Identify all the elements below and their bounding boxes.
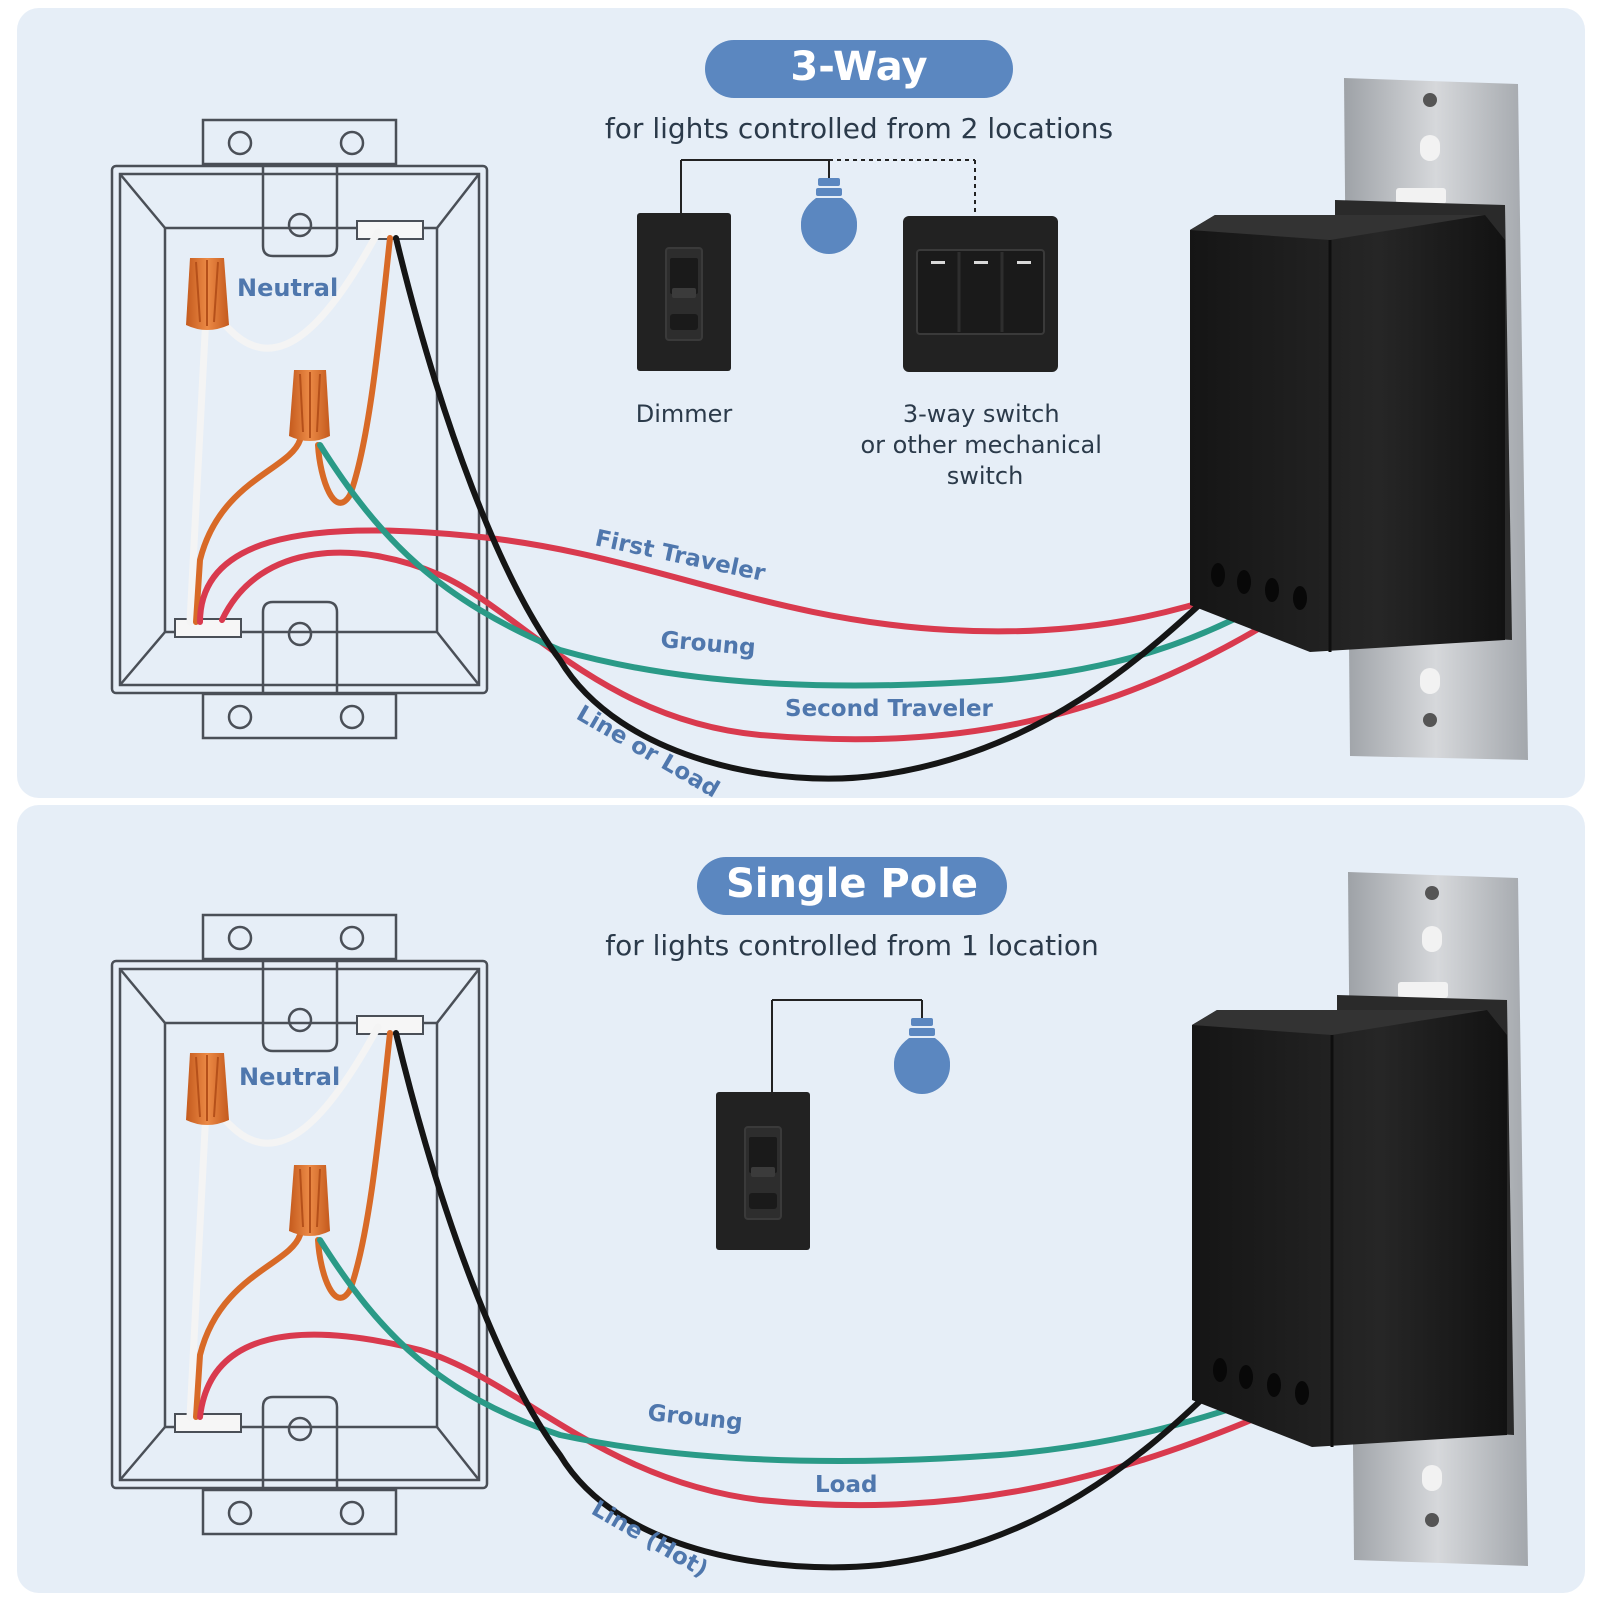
- neutral-wire-white: [211, 1023, 382, 1147]
- wire-line-hot: [393, 1030, 1224, 1571]
- electrical-box: [110, 913, 489, 1536]
- bulb-schematic: [680, 159, 976, 254]
- switch-label-line-3: switch: [947, 462, 1024, 490]
- switch-label: 3-way switch or other mechanical switch: [860, 400, 1109, 490]
- wire-nut-orange-icon: [289, 370, 330, 441]
- orange-wire-1: [315, 235, 393, 506]
- switch-label-line-2: or other mechanical: [860, 431, 1101, 459]
- wire-first-traveler: [197, 527, 1237, 635]
- wire-nut-neutral-icon: [186, 1053, 229, 1125]
- dimmer-icon: [716, 1092, 810, 1250]
- panel-title: 3-Way: [790, 44, 927, 90]
- orange-wire-1: [315, 1030, 393, 1301]
- wire-nut-orange-icon: [289, 1165, 330, 1236]
- switch-label-line-1: 3-way switch: [903, 400, 1060, 428]
- wire-second-traveler: [219, 549, 1305, 743]
- panel-three-way: 3-Way for lights controlled from 2 locat…: [17, 8, 1585, 803]
- panel-subtitle: for lights controlled from 2 locations: [605, 112, 1113, 145]
- neutral-label: Neutral: [239, 1063, 340, 1091]
- label-second-traveler: Second Traveler: [785, 696, 994, 722]
- light-bulb-icon: [800, 178, 858, 254]
- title-pill: [697, 857, 1007, 915]
- three-way-switch-icon: [903, 216, 1058, 372]
- panel-single-pole: Single Pole for lights controlled from 1…: [17, 805, 1585, 1593]
- electrical-box: [110, 118, 489, 740]
- neutral-label: Neutral: [237, 274, 338, 302]
- dimmer-device: [1190, 78, 1528, 760]
- wire-ground: [317, 1237, 1278, 1464]
- label-load: Load: [815, 1472, 877, 1498]
- neutral-wire-white-down: [186, 311, 210, 626]
- wire-nut-neutral-icon: [186, 258, 229, 330]
- wire-load: [197, 1331, 1305, 1509]
- orange-wire-2: [193, 1232, 303, 1420]
- panel-title: Single Pole: [726, 861, 978, 907]
- neutral-wire-white-down: [186, 1106, 210, 1421]
- light-bulb-icon: [893, 1018, 951, 1094]
- dimmer-icon: [637, 213, 731, 371]
- orange-wire-2: [193, 437, 303, 625]
- neutral-wire-white: [211, 228, 382, 352]
- wire-line-or-load: [393, 235, 1224, 782]
- dimmer-device: [1192, 872, 1528, 1566]
- title-pill: [705, 40, 1013, 98]
- panel-subtitle: for lights controlled from 1 location: [605, 929, 1099, 962]
- bulb-schematic: [771, 999, 951, 1094]
- dimmer-label: Dimmer: [636, 400, 733, 428]
